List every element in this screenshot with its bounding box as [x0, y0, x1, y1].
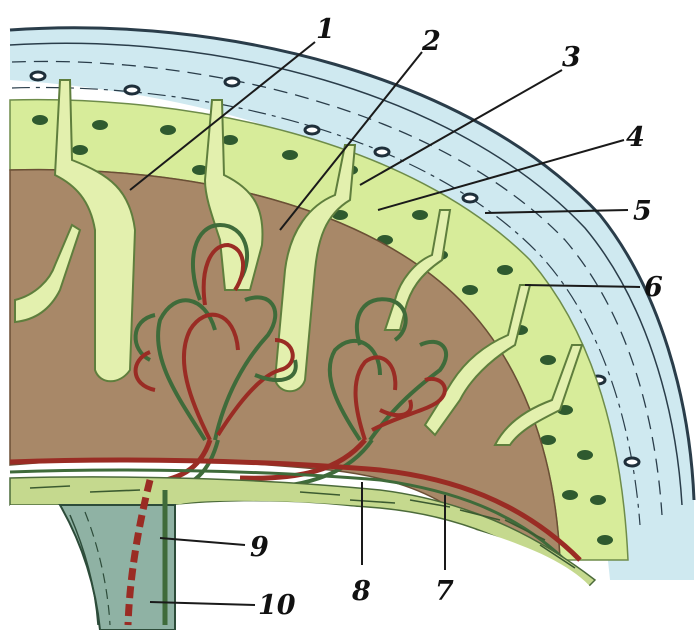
label-7: 7 — [435, 576, 454, 607]
label-9: 9 — [250, 532, 269, 563]
label-10: 10 — [258, 590, 296, 621]
label-1: 1 — [316, 14, 335, 45]
label-5: 5 — [633, 196, 652, 227]
label-3: 3 — [562, 42, 581, 73]
label-6: 6 — [644, 272, 663, 303]
label-2: 2 — [421, 26, 441, 57]
label-4: 4 — [626, 122, 645, 153]
label-8: 8 — [351, 576, 371, 607]
